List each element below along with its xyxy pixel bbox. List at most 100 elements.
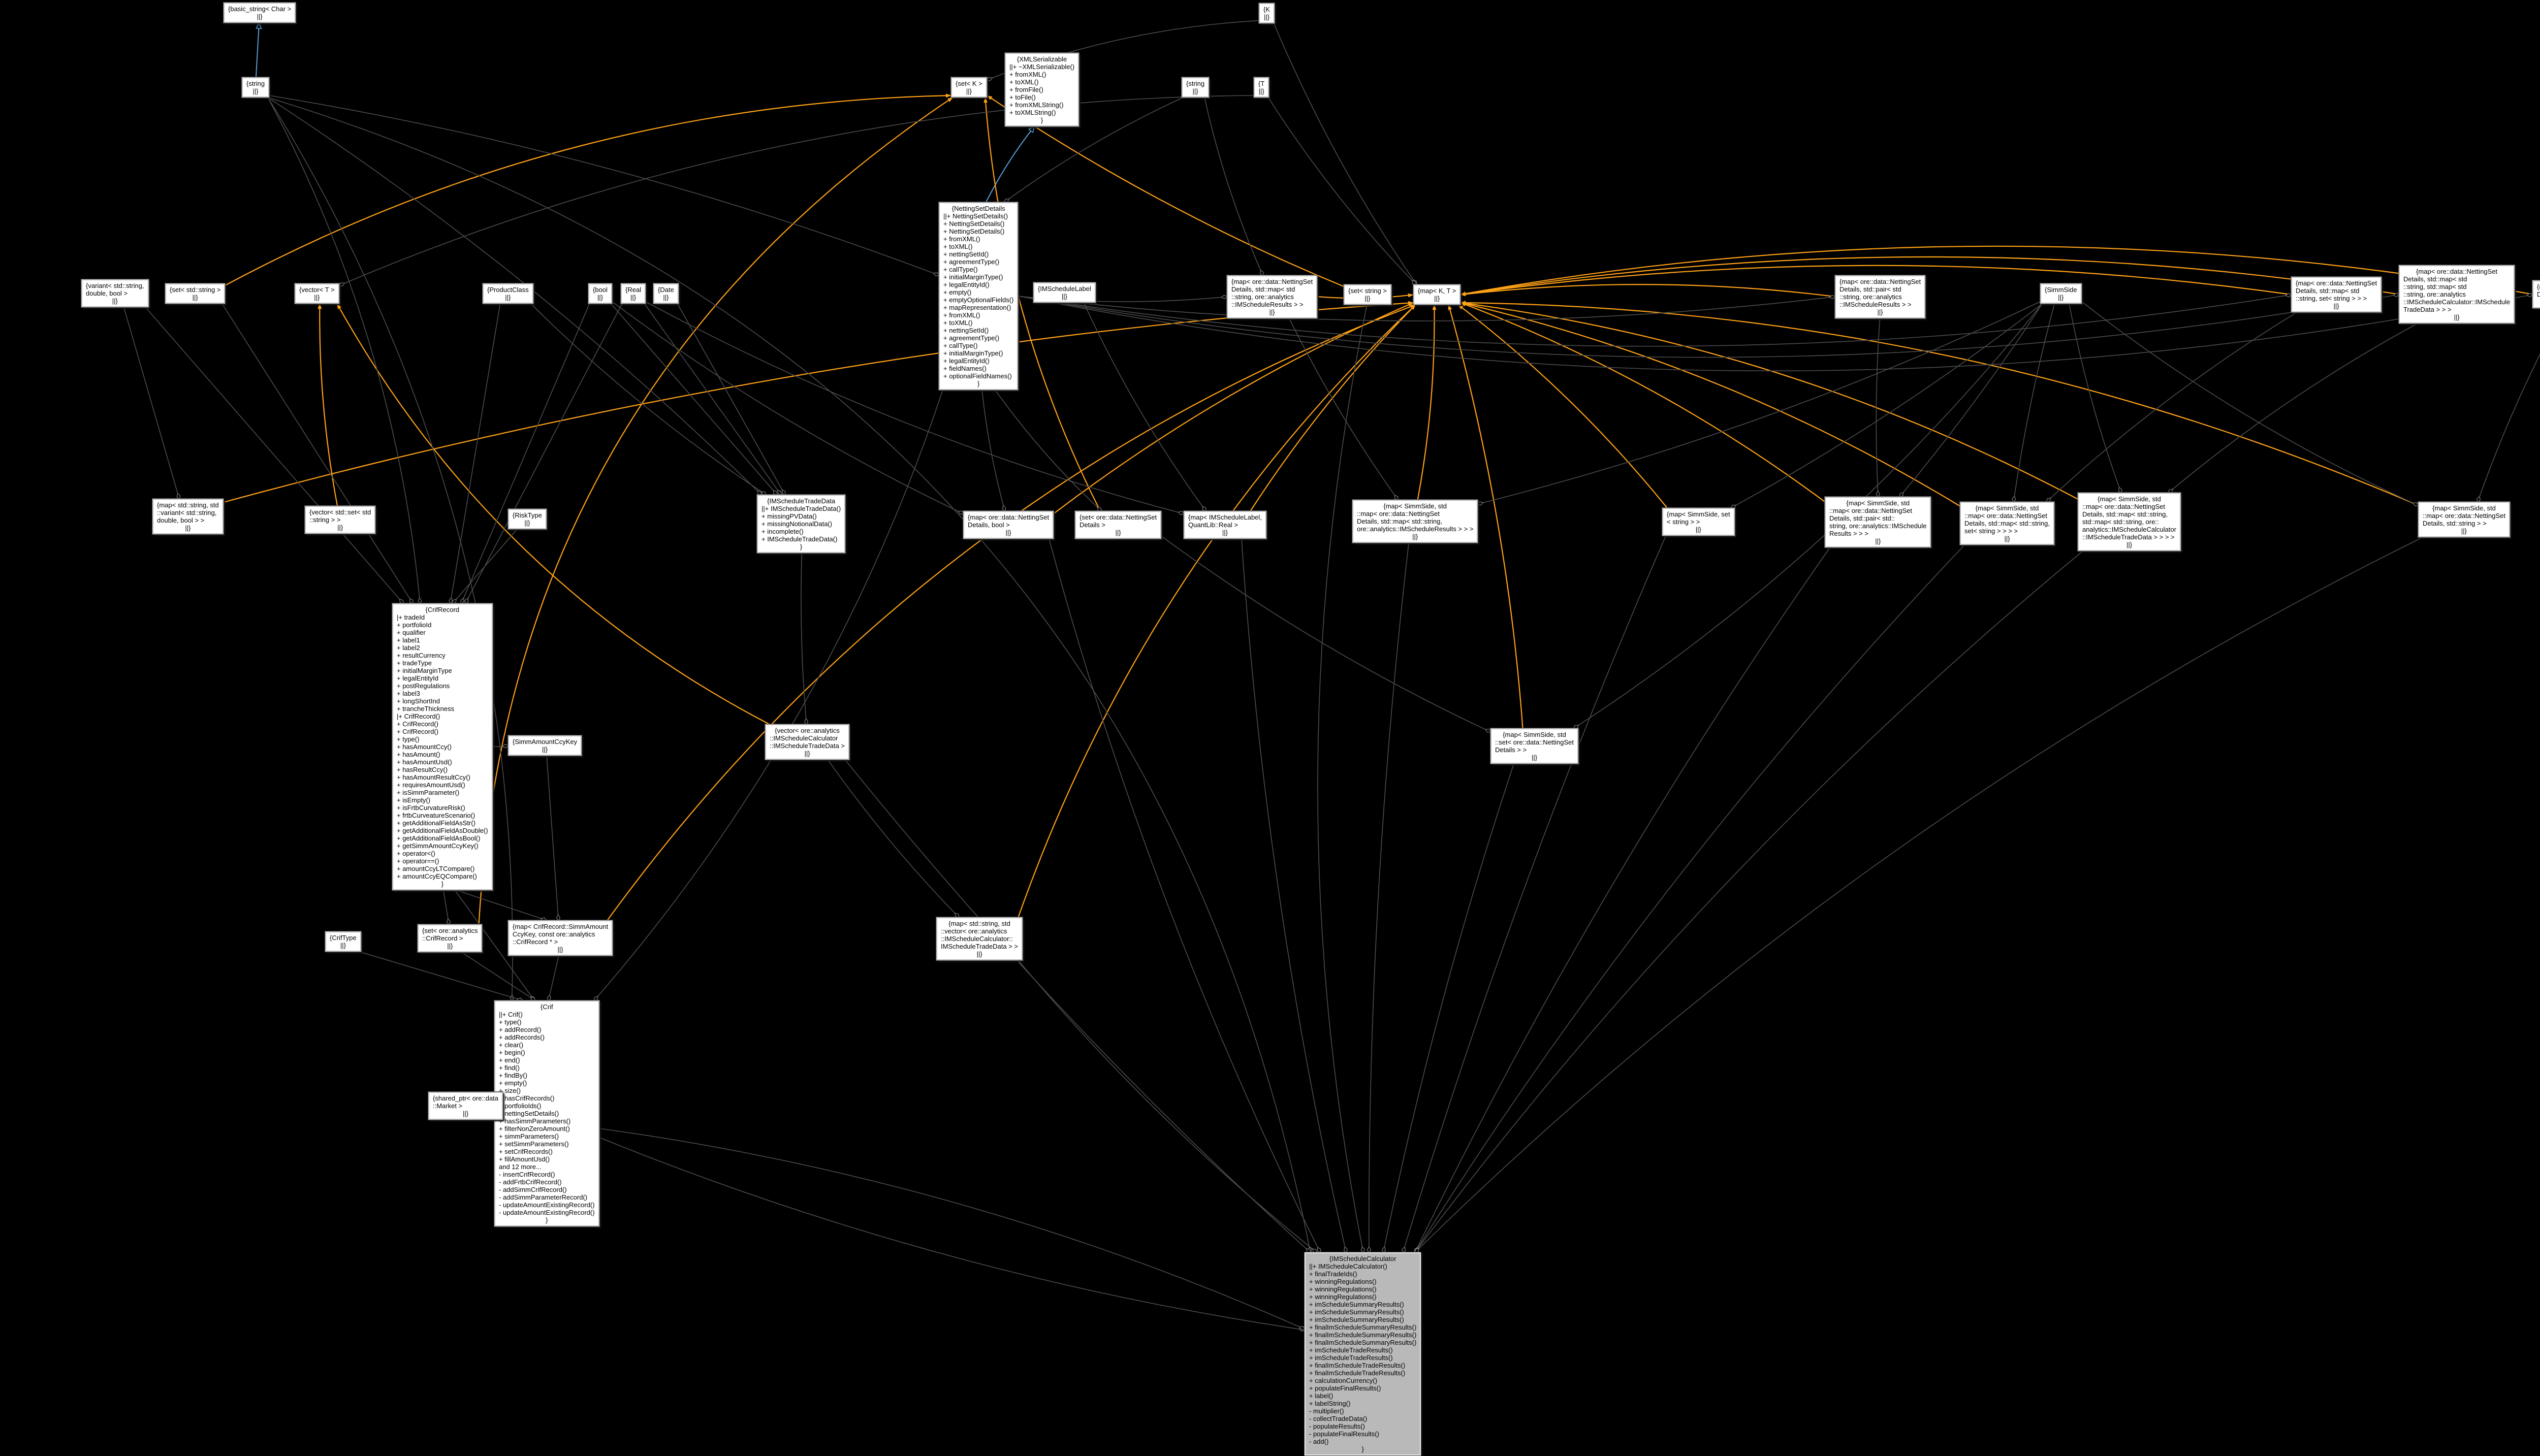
- class-node-set_string[interactable]: {set< string >||}: [1343, 284, 1392, 305]
- class-title: {map< SimmSide, set: [1667, 510, 1730, 518]
- class-node-crifrecord[interactable]: {CrifRecord|+ tradeId+ portfolioId+ qual…: [392, 603, 493, 891]
- class-member: + finalTradeIds(): [1309, 1270, 1357, 1278]
- edge-crifrecord-to-crif: [455, 890, 534, 1000]
- edge-simmside-to-map_side_nsd_mapres: [1478, 301, 2041, 504]
- class-member: CcyKey, const ore::analytics: [513, 930, 595, 938]
- class-node-set_crifrecord[interactable]: {set< ore::analytics::CrifRecord >||}: [417, 924, 483, 953]
- class-node-variant[interactable]: {variant< std::string,double, bool >||}: [81, 279, 149, 308]
- class-member: + isSimmParameter(): [397, 789, 460, 796]
- class-member: + fromXML(): [943, 311, 980, 319]
- class-title: {SimmSide: [2045, 286, 2077, 294]
- class-node-nsd[interactable]: {NettingSetDetails||+ NettingSetDetails(…: [938, 202, 1019, 391]
- class-node-vectorT[interactable]: {vector< T >||}: [294, 283, 340, 304]
- class-member: }: [1361, 1445, 1364, 1453]
- edge-vector_tradedata-to-imcalc: [845, 759, 1311, 1252]
- class-node-bool[interactable]: {bool||}: [588, 283, 613, 304]
- class-member: double, bool >: [86, 289, 128, 297]
- class-member: + winningRegulations(): [1309, 1285, 1377, 1293]
- class-node-simmside[interactable]: {SimmSide||}: [2040, 283, 2082, 304]
- class-node-map_side_nsd_mapres[interactable]: {map< SimmSide, std::map< ore::data::Net…: [1351, 499, 1479, 543]
- class-member: + getAdditionalFieldAsBool(): [397, 834, 481, 842]
- class-node-map_side_setstring[interactable]: {map< SimmSide, set< string > >||}: [1662, 507, 1735, 536]
- class-node-simmamountccykey[interactable]: {SimmAmountCcyKey||}: [507, 735, 583, 756]
- edge-risktype-to-crifrecord: [453, 529, 518, 603]
- class-node-string1[interactable]: {string||}: [241, 77, 270, 98]
- class-node-map_side_nsd_string[interactable]: {map< SimmSide, std::map< ore::data::Net…: [2418, 501, 2511, 538]
- class-node-basic_string[interactable]: {basic_string< Char >||}: [223, 2, 297, 23]
- class-node-date[interactable]: {Date||}: [653, 283, 679, 304]
- class-node-sharedptr_market[interactable]: {shared_ptr< ore::data::Market >||}: [427, 1091, 504, 1120]
- class-member: + setSimmParameters(): [499, 1140, 569, 1148]
- class-member: ||}: [2454, 313, 2460, 321]
- edge-map_nsd_string-to-map_side_nsd_string: [2478, 353, 2540, 502]
- class-node-real[interactable]: {Real||}: [620, 283, 647, 304]
- class-node-criftype[interactable]: {CrifType||}: [325, 931, 362, 952]
- edge-map_nsd_bool-to-imcalc: [1049, 538, 1320, 1252]
- class-node-setK[interactable]: {set< K >||}: [950, 77, 988, 98]
- class-node-imcalc[interactable]: {IMScheduleCalculator||+ IMScheduleCalcu…: [1304, 1252, 1422, 1456]
- edge-map_key_crifptr-to-mapKT: [607, 304, 1416, 921]
- edge-T-to-mapKT: [1267, 97, 1416, 284]
- class-node-map_side_nsd_deep[interactable]: {map< SimmSide, std::map< ore::data::Net…: [2077, 492, 2181, 552]
- edge-simmside-to-map_side_setstring: [1731, 303, 2043, 508]
- class-node-map_side_nsd_pair[interactable]: {map< SimmSide, std::map< ore::data::Net…: [1824, 496, 1932, 548]
- class-node-risktype[interactable]: {RiskType||}: [507, 508, 547, 530]
- class-member: ::string, ore::analytics: [2403, 290, 2466, 298]
- edge-set_stdstring-to-crifrecord: [221, 303, 412, 603]
- class-member: ::string, std::map< std: [2403, 283, 2467, 290]
- class-member: + clear(): [499, 1041, 524, 1049]
- class-member: string, ore::analytics::IMSchedule: [1829, 522, 1927, 530]
- class-member: }: [441, 880, 443, 888]
- edge-map_nsd_pair-to-mapKT: [1460, 284, 1835, 298]
- class-member: + fieldNames(): [943, 365, 987, 372]
- class-member: }: [800, 543, 803, 551]
- class-node-vector_tradedata[interactable]: {vector< ore::analytics::IMScheduleCalcu…: [764, 724, 850, 760]
- class-node-map_string_vec_td[interactable]: {map< std::string, std::vector< ore::ana…: [936, 917, 1023, 961]
- class-member: + legalEntityId(): [943, 281, 990, 288]
- class-member: and 12 more...: [499, 1163, 542, 1171]
- class-node-imlabel[interactable]: {IMScheduleLabel||}: [1033, 282, 1096, 303]
- class-node-vector_set_stdstring[interactable]: {vector< std::set< std::string > >||}: [304, 505, 376, 534]
- class-node-map_nsd_string[interactable]: {map< ore::data::NettingSetDetails, std:…: [2531, 280, 2540, 309]
- class-member: ::IMScheduleResults > >: [1839, 301, 1912, 308]
- class-node-map_side_set_nsd[interactable]: {map< SimmSide, std::set< ore::data::Net…: [1489, 728, 1579, 764]
- class-node-mapKT[interactable]: {map< K, T >||}: [1412, 284, 1462, 305]
- class-member: + callType(): [943, 342, 978, 349]
- class-title: {set< K >: [956, 80, 982, 87]
- class-node-productclass[interactable]: {ProductClass||}: [482, 283, 534, 304]
- class-node-set_stdstring[interactable]: {set< std::string >||}: [164, 283, 226, 304]
- class-member: + imScheduleSummaryResults(): [1309, 1301, 1404, 1308]
- class-member: + toXML(): [1009, 78, 1039, 86]
- edge-map_nsd_string-to-mapKT: [1460, 245, 2533, 296]
- class-member: + label3: [397, 690, 420, 697]
- class-title: {Date: [658, 286, 674, 294]
- class-node-xmlser[interactable]: {XMLSerializable||+ ~XMLSerializable()+ …: [1004, 52, 1080, 127]
- class-member: + hasResultCcy(): [397, 766, 448, 773]
- class-node-imstd[interactable]: {IMScheduleTradeData||+ IMScheduleTradeD…: [756, 494, 846, 554]
- class-member: ::Market >: [433, 1102, 463, 1110]
- class-title: {Crif: [541, 1003, 553, 1011]
- class-node-map_side_nsd_mapset[interactable]: {map< SimmSide, std::map< ore::data::Net…: [1959, 501, 2055, 545]
- class-node-K[interactable]: {K||}: [1258, 3, 1276, 24]
- class-node-map_string_variant[interactable]: {map< std::string, std::variant< std::st…: [152, 498, 224, 535]
- class-member: + getSimmAmountCcyKey(): [397, 842, 479, 850]
- class-member: Details, std::string > >: [2423, 520, 2487, 527]
- class-member: + winningRegulations(): [1309, 1278, 1377, 1285]
- class-member: + toXML(): [943, 243, 973, 250]
- class-title: {ProductClass: [487, 286, 529, 294]
- class-node-map_label_real[interactable]: {map< IMScheduleLabel,QuantLib::Real >||…: [1183, 510, 1267, 539]
- class-node-crif[interactable]: {Crif||+ Crif()+ type()+ addRecord()+ ad…: [494, 1000, 600, 1227]
- class-member: + NettingSetDetails(): [943, 220, 1005, 228]
- class-node-string2[interactable]: {string||}: [1181, 77, 1210, 98]
- class-member: + longShortInd: [397, 697, 440, 705]
- class-member: + isEmpty(): [397, 796, 431, 804]
- class-node-T[interactable]: {T||}: [1253, 77, 1270, 98]
- class-member: set< string > > > >: [1964, 527, 2018, 535]
